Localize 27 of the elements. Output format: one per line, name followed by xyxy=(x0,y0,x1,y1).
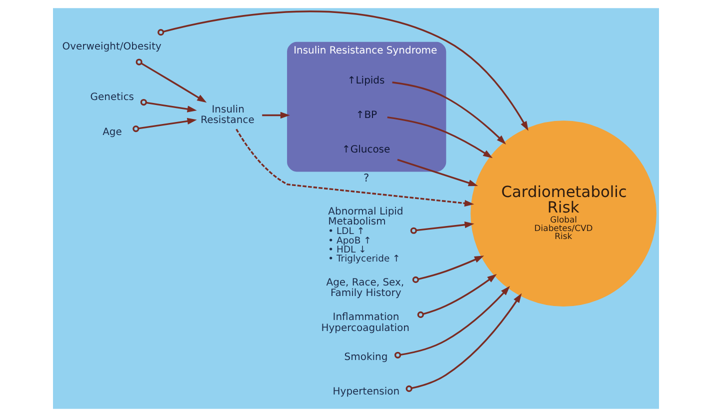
node-text: Inflammation Hypercoagulation xyxy=(320,312,409,334)
arrow xyxy=(262,112,290,119)
node-text: ↑Glucose xyxy=(342,144,390,156)
arrow xyxy=(405,293,522,392)
node-text: ↑BP xyxy=(355,110,377,121)
node-text: Abnormal Lipid Metabolism • LDL ↑ • ApoB ↑ • HDL ↓ • Triglyceride ↑ xyxy=(328,206,403,265)
node-text: Overweight/Obesity xyxy=(62,41,161,52)
arrow xyxy=(140,98,196,112)
edge-label: ? xyxy=(363,171,369,184)
arrow xyxy=(394,286,510,358)
arrow xyxy=(235,128,474,207)
node-text: Age xyxy=(102,126,122,138)
node-text: Age, Race, Sex, Family History xyxy=(326,277,404,300)
node-text: ↑Lipids xyxy=(346,75,384,86)
arrow xyxy=(157,10,528,131)
arrow xyxy=(410,221,474,234)
arrow xyxy=(135,58,206,103)
arrow xyxy=(412,256,484,283)
node-text: Smoking xyxy=(344,352,388,363)
arrow xyxy=(132,118,196,132)
node-text: Insulin Resistance xyxy=(200,104,254,126)
arrow xyxy=(416,274,496,318)
arrow xyxy=(386,116,492,158)
node-text: Genetics xyxy=(90,92,134,104)
arrow xyxy=(392,82,506,144)
node-text: Hypertension xyxy=(332,386,400,398)
arrow xyxy=(396,158,478,186)
